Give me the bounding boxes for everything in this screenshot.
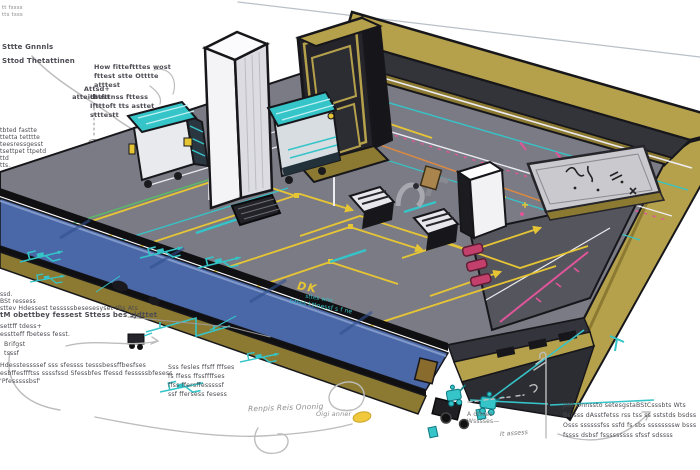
front-gold-band [0, 251, 596, 419]
floor-label-dk: DK [296, 279, 319, 296]
annotation-line: Jdtt Dnnssto setesgstaBStCsssbts Wts [563, 402, 686, 409]
annotation-line: tt fssss [2, 5, 23, 11]
annotation-left-line: sttev Hdessest tesssssbesesesyset tBs At… [0, 305, 139, 312]
annotation-line: esstteff fbetess fesst. [0, 331, 71, 338]
annotation-line: ssd. [0, 291, 13, 298]
annotation-line: tsettpet ttpetd [0, 148, 47, 155]
scanner-screen [266, 90, 338, 128]
annotation-line: atteitbest [72, 92, 110, 101]
annotation-line: Bsrsss dAsstfetss rss tss ss sststds bsd… [563, 412, 697, 419]
annotation-line: ffss ffersffesssssf [168, 382, 225, 389]
annotation-mid-block: Sss fesles ffsff fffses fs ffess ffssffff… [168, 363, 234, 399]
sketch-lines-bottom [8, 316, 652, 455]
annotation-line: Attsd+ [83, 85, 110, 93]
corner-block [413, 357, 439, 385]
silver-control-tray [478, 144, 666, 221]
annotation-line: Sttod Thetattinen [2, 57, 75, 65]
pink-dashed-line [351, 121, 667, 221]
annotation-handwritten-2: Oigi anner [316, 410, 352, 418]
front-black-rail [0, 188, 448, 351]
front-blue-panel [0, 188, 450, 396]
annotation-line: Osss ssssssfss ssfd fs sbs ssssssssw bss… [563, 422, 697, 429]
annotation-line: A dttses [467, 411, 493, 418]
annotation-line: BSt ressess [0, 298, 36, 305]
gold-framed-cabinet [295, 16, 394, 184]
teal-cart-machine [126, 100, 210, 188]
striped-ramp-machines [348, 165, 460, 251]
annotation-line: Sss fesles ffsff fffses [168, 364, 235, 371]
magenta-strip [499, 251, 589, 323]
annotation-line: tbted fastte [0, 127, 38, 134]
annotation-line: atttest [94, 81, 121, 89]
keyboard [230, 193, 282, 227]
tan-crate [419, 165, 443, 191]
annotation-attsd: Attsd+atteitbest [30, 85, 110, 101]
annotation-line: fs ffess ffssffffses [168, 373, 225, 380]
annotation-line: Hdesstessssef sss sfessss tesssbessffbes… [0, 362, 147, 369]
annotation-line: Brifgst [4, 341, 26, 348]
annotation-line: Sttte Gnnnls [2, 43, 54, 51]
teal-scanner-machine [266, 90, 342, 184]
annotation-line: fssss dsbsf fsssssssss sfssf sdssss [563, 432, 673, 439]
annotation-line: tts. [0, 162, 11, 169]
tray-glyphs-icon [565, 165, 637, 195]
annotation-line: dttfttnss fttess [90, 93, 149, 101]
annotation-line: settff tdess+ [0, 323, 42, 330]
pink-buttons [461, 243, 492, 287]
yellow-highlight-blob [352, 411, 372, 423]
sketch-loop [328, 381, 365, 412]
annotation-left-tag: Brifgst tsssf [4, 340, 25, 358]
annotation-left-bold: tM obettbey fessest Sttess bes sjdttet [0, 311, 158, 319]
annotation-line: How fitteftttes wost [94, 63, 171, 71]
annotation-line: teesressgesst [0, 141, 44, 148]
annotation-line: tsssf [4, 350, 20, 357]
annotation-line: esbffesffftss ssssfssd Sfessbfes ffessd … [0, 370, 173, 377]
annotation-line: ttd [0, 155, 9, 162]
sketch-pole [538, 351, 547, 439]
board-feet [112, 280, 625, 439]
annotation-line: stttestt [90, 111, 119, 119]
cart-screen [126, 100, 198, 134]
sky-line [237, 1, 700, 58]
annotation-left-para: settff tdess+esstteff fbetess fesst. [0, 323, 70, 339]
white-pedestal [455, 160, 508, 240]
annotation-line: Wsssses— [467, 418, 500, 425]
vent-slots [496, 330, 578, 358]
server-tower [201, 30, 274, 210]
annotation-line: 'Pfesssssbsf' [0, 378, 41, 385]
annotation-line: fttest stte Otttte [94, 72, 159, 80]
annotation-line: ssf ffersess fesess [168, 391, 228, 398]
mini-cart-icon [127, 332, 153, 350]
annotation-line: Iftttoft tts asttet [90, 102, 155, 110]
leader-curve-how [153, 68, 175, 95]
annotation-line: tts tsss [2, 11, 23, 18]
annotation-left-mini: ssd.BSt ressess [0, 291, 36, 305]
teal-schematic-symbols [17, 239, 655, 418]
annotation-line: ttetta tetttte [0, 134, 40, 141]
annotation-left-para2: Hdesstessssef sss sfessss tesssbessffbes… [0, 362, 173, 386]
